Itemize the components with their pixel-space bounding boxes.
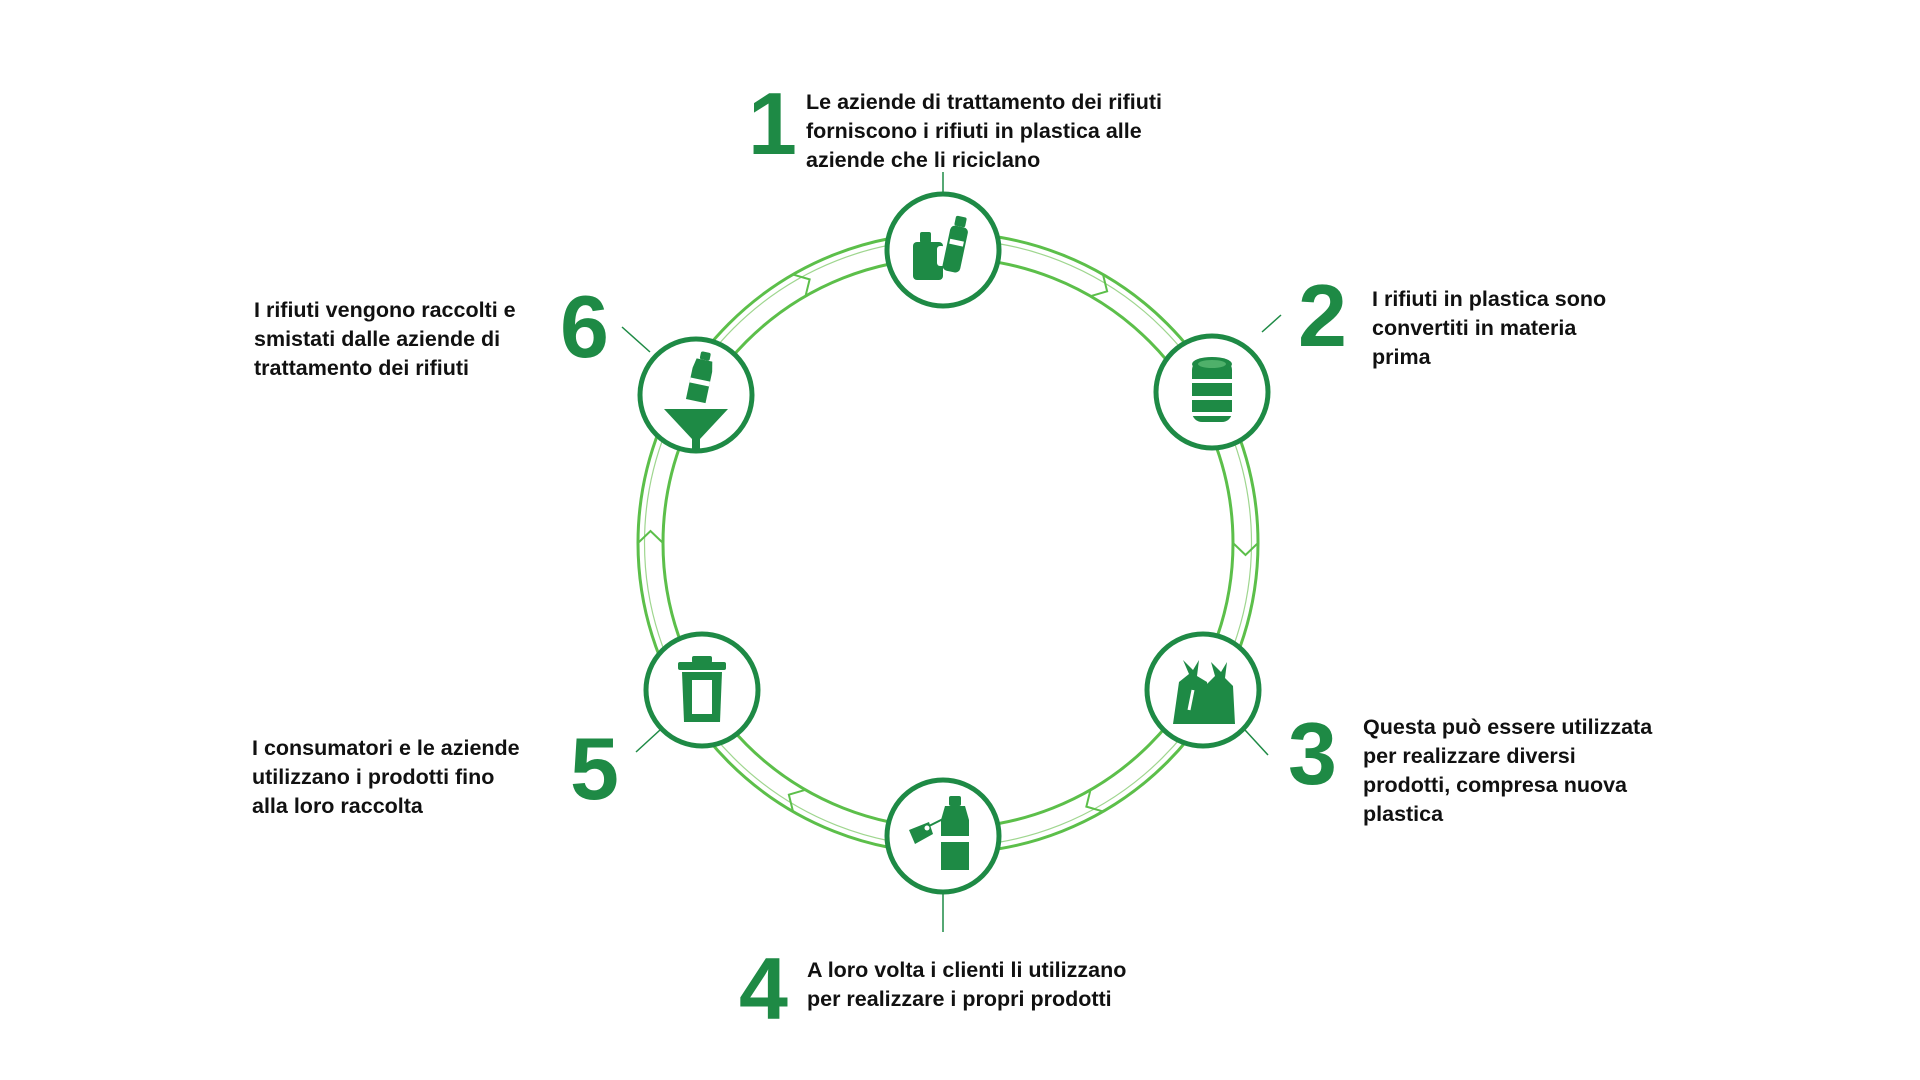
step-2-text: I rifiuti in plastica sono convertiti in… — [1372, 287, 1607, 369]
step-5-text: I consumatori e le aziende utilizzano i … — [252, 736, 520, 818]
step-4-text: A loro volta i clienti li utilizzano per… — [807, 958, 1127, 1011]
connector-line-3 — [1244, 729, 1269, 756]
barrel-icon — [1153, 333, 1271, 451]
step-3-text: Questa può essere utilizzata per realizz… — [1363, 715, 1653, 826]
connector-line-6 — [621, 326, 651, 353]
step-6-text: I rifiuti vengono raccolti e smistati da… — [254, 298, 516, 380]
ring-chevron-5 — [637, 529, 664, 544]
trash-bin-icon — [643, 631, 761, 749]
ring-chevron-3 — [1085, 789, 1104, 813]
connector-line-2 — [1261, 314, 1282, 333]
step-1-text: Le aziende di trattamento dei rifiuti fo… — [806, 90, 1162, 172]
step-5-number: 5 — [570, 719, 619, 818]
ring-chevron-6 — [792, 273, 811, 297]
step-2-number: 2 — [1298, 266, 1347, 365]
ring-middle-line — [643, 238, 1253, 848]
ring-inner-line — [661, 256, 1235, 830]
step-6-number: 6 — [560, 277, 609, 376]
step-3-number: 3 — [1288, 704, 1337, 803]
ring-outer-line — [636, 231, 1260, 855]
step-4-number: 4 — [739, 939, 788, 1038]
bottle-with-tag-icon — [884, 777, 1002, 895]
plastic-bags-icon — [1144, 631, 1262, 749]
ring — [636, 231, 1260, 855]
step-1-number: 1 — [748, 74, 797, 173]
ring-chevron-1 — [1090, 274, 1109, 298]
plastic-containers-icon — [884, 191, 1002, 309]
ring-chevron-4 — [787, 788, 806, 812]
connectors — [621, 172, 1282, 932]
bottle-funnel-icon — [637, 336, 755, 454]
ring-chevron-2 — [1232, 542, 1259, 557]
connector-line-5 — [635, 729, 661, 753]
